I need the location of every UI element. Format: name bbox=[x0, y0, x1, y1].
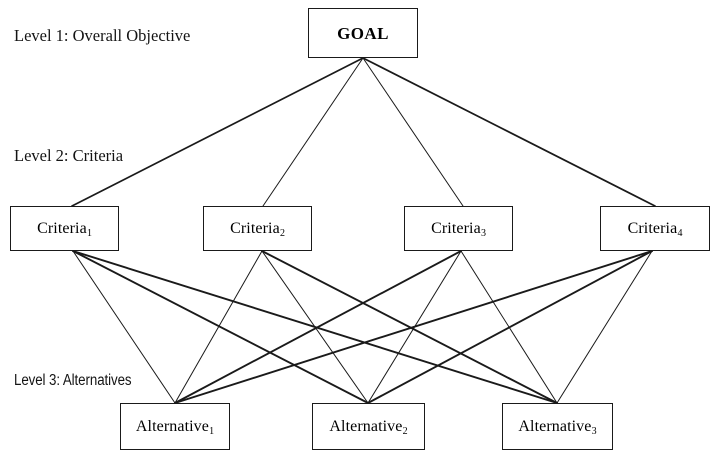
edge-goal-to-criteria-4 bbox=[362, 57, 656, 207]
alternative-3-label: Alternative3 bbox=[518, 417, 597, 437]
alternative-2-node[interactable]: Alternative2 bbox=[312, 403, 425, 450]
alternative-2-label: Alternative2 bbox=[329, 417, 408, 437]
criteria-1-label: Criteria1 bbox=[37, 219, 93, 239]
edge-goal-to-criteria-1 bbox=[71, 57, 364, 207]
level-3-label: Level 3: Alternatives bbox=[14, 372, 132, 389]
level-2-label: Level 2: Criteria bbox=[14, 146, 124, 165]
edge-criteria-3-to-alternative-1 bbox=[174, 250, 462, 404]
alternative-1-node[interactable]: Alternative1 bbox=[120, 403, 230, 450]
criteria-4-node[interactable]: Criteria4 bbox=[600, 206, 710, 251]
edge-criteria-2-to-alternative-2 bbox=[261, 250, 369, 404]
edge-criteria-2-to-alternative-3 bbox=[261, 250, 558, 404]
edge-criteria-2-to-alternative-1 bbox=[174, 250, 263, 404]
criteria-4-label: Criteria4 bbox=[627, 219, 683, 239]
criteria-3-node[interactable]: Criteria3 bbox=[404, 206, 513, 251]
edge-criteria-1-to-alternative-3 bbox=[72, 250, 558, 404]
criteria-3-label: Criteria3 bbox=[431, 219, 487, 239]
alternative-3-node[interactable]: Alternative3 bbox=[502, 403, 613, 450]
alternative-1-label: Alternative1 bbox=[135, 417, 215, 437]
edge-criteria-4-to-alternative-1 bbox=[174, 250, 653, 404]
goal-node[interactable]: GOAL bbox=[308, 8, 418, 58]
edge-goal-to-criteria-3 bbox=[362, 57, 464, 207]
edge-criteria-4-to-alternative-2 bbox=[367, 250, 653, 404]
edge-criteria-3-to-alternative-3 bbox=[460, 250, 558, 404]
edge-criteria-3-to-alternative-2 bbox=[367, 250, 462, 404]
level-1-label: Level 1: Overall Objective bbox=[14, 26, 191, 45]
edge-criteria-4-to-alternative-3 bbox=[556, 250, 653, 404]
edge-goal-to-criteria-2 bbox=[262, 57, 364, 207]
goal-node-label: GOAL bbox=[337, 23, 389, 43]
criteria-2-label: Criteria2 bbox=[230, 219, 286, 239]
criteria-1-node[interactable]: Criteria1 bbox=[10, 206, 119, 251]
criteria-2-node[interactable]: Criteria2 bbox=[203, 206, 312, 251]
